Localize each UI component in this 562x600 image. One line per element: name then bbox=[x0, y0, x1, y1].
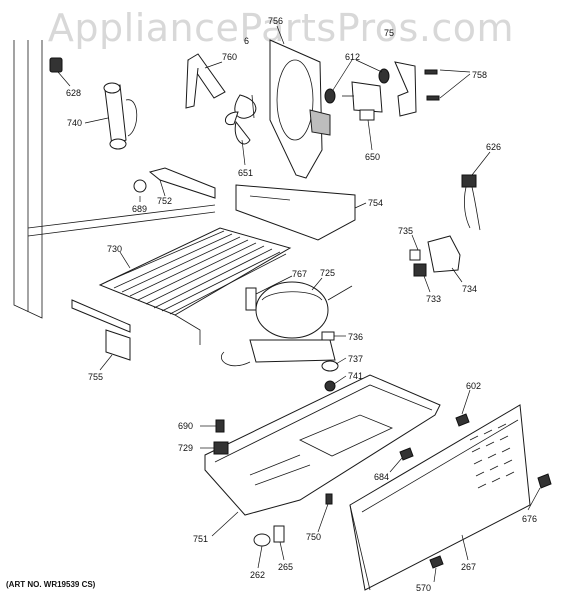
bracket-part bbox=[185, 53, 226, 109]
callout-729: 729 bbox=[178, 443, 194, 453]
clamp-part bbox=[245, 275, 293, 311]
clip-part bbox=[49, 57, 71, 87]
callout-626: 626 bbox=[486, 142, 502, 152]
cabinet-wall bbox=[13, 40, 216, 319]
callout-751: 751 bbox=[193, 534, 209, 544]
drier-tube bbox=[84, 82, 138, 150]
callout-735: 735 bbox=[398, 226, 414, 236]
compressor bbox=[221, 277, 353, 367]
heater-bracket bbox=[71, 299, 131, 371]
callout-733: 733 bbox=[426, 294, 442, 304]
callout-262: 262 bbox=[250, 570, 266, 580]
wire-harness bbox=[461, 151, 491, 231]
callout-684: 684 bbox=[374, 472, 390, 482]
callout-730: 730 bbox=[107, 244, 123, 254]
callout-734: 734 bbox=[462, 284, 478, 294]
callout-758: 758 bbox=[472, 70, 488, 80]
callout-602: 602 bbox=[466, 381, 482, 391]
callout-767: 767 bbox=[292, 269, 308, 279]
callout-676: 676 bbox=[522, 514, 538, 524]
screws bbox=[389, 389, 552, 583]
fan-motor bbox=[342, 81, 383, 151]
machine-base-pan bbox=[204, 374, 441, 537]
front-grille bbox=[349, 404, 531, 591]
callout-755: 755 bbox=[88, 372, 104, 382]
callout-6: 6 bbox=[244, 36, 250, 46]
screw-and-sensor bbox=[200, 419, 229, 455]
callout-754: 754 bbox=[368, 198, 384, 208]
art-number: (ART NO. WR19539 CS) bbox=[6, 580, 96, 589]
callout-628: 628 bbox=[66, 88, 82, 98]
feet-and-screw bbox=[253, 493, 333, 569]
fan-shroud bbox=[269, 25, 331, 179]
callout-265: 265 bbox=[278, 562, 294, 572]
callout-740: 740 bbox=[67, 118, 83, 128]
callout-756: 756 bbox=[268, 16, 284, 26]
callout-570: 570 bbox=[416, 583, 432, 593]
motor-bracket-screws bbox=[394, 61, 471, 117]
callout-760: 760 bbox=[222, 52, 238, 62]
fan-blade bbox=[225, 94, 257, 166]
drain-fitting bbox=[133, 167, 216, 202]
callout-750: 750 bbox=[306, 532, 322, 542]
callout-651: 651 bbox=[238, 168, 254, 178]
relay-assembly bbox=[409, 234, 463, 293]
callout-737: 737 bbox=[348, 354, 364, 364]
cover-plate bbox=[235, 184, 367, 241]
grommets bbox=[324, 59, 390, 104]
compressor-mounts bbox=[321, 331, 347, 392]
callout-75: 75 bbox=[384, 28, 395, 38]
callout-267: 267 bbox=[461, 562, 477, 572]
callout-650: 650 bbox=[365, 152, 381, 162]
callout-612: 612 bbox=[345, 52, 361, 62]
evaporator-coil bbox=[98, 227, 292, 345]
callout-689: 689 bbox=[132, 204, 148, 214]
callout-725: 725 bbox=[320, 268, 336, 278]
callout-752: 752 bbox=[157, 196, 173, 206]
callout-690: 690 bbox=[178, 421, 194, 431]
callout-741: 741 bbox=[348, 371, 364, 381]
callout-736: 736 bbox=[348, 332, 364, 342]
